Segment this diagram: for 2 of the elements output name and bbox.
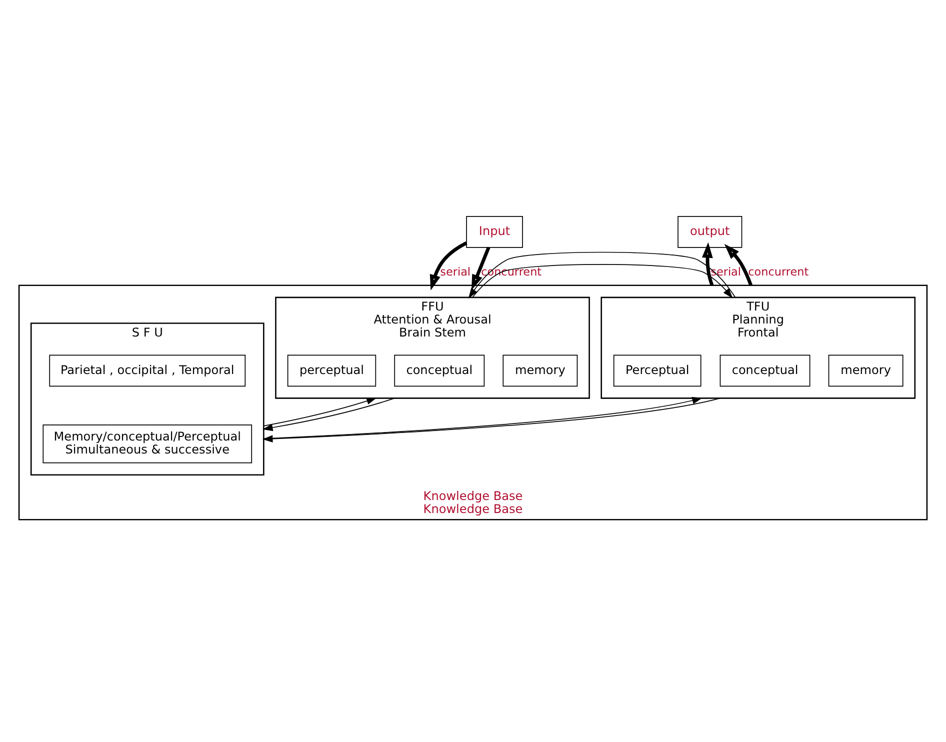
edge-label: concurrent	[748, 264, 809, 278]
edge-label: serial	[440, 264, 471, 278]
